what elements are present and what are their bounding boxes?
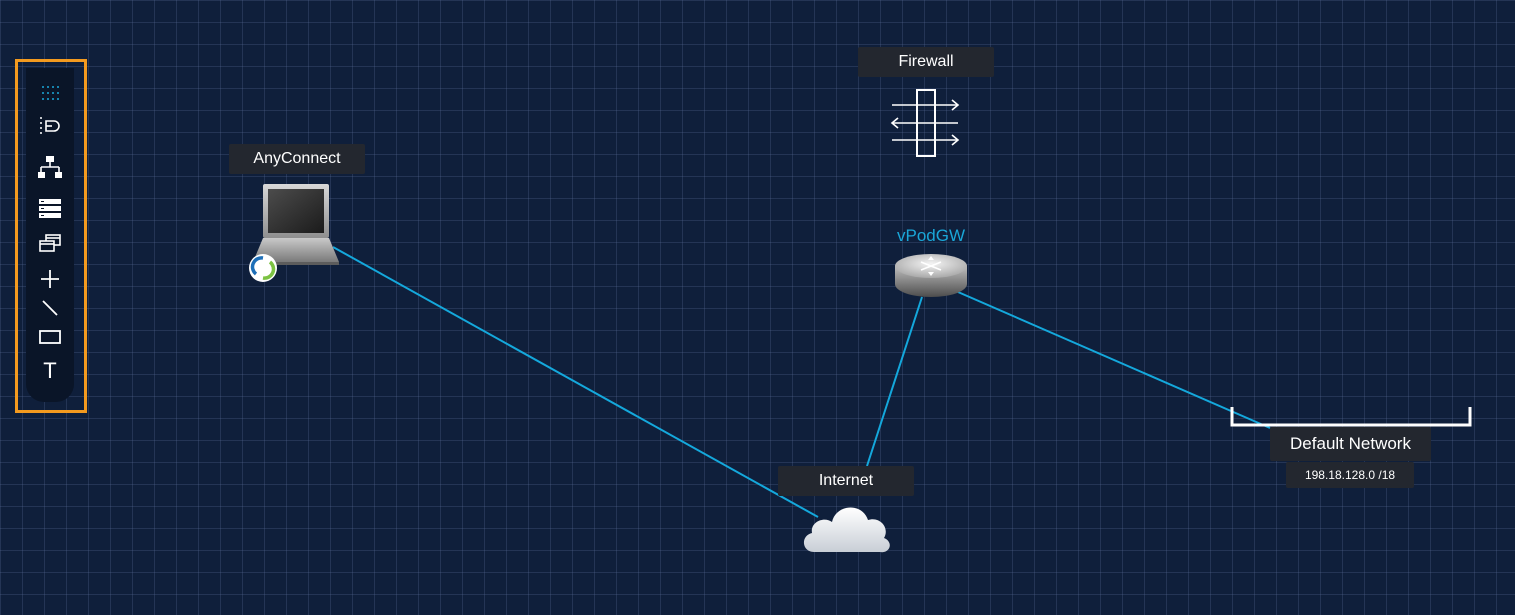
anyconnect-badge-icon <box>249 254 277 282</box>
cloud-icon <box>803 507 890 553</box>
text-tool-glyph: T <box>43 358 57 383</box>
firewall-label: Firewall <box>858 47 994 77</box>
default-network-subnet: 198.18.128.0 /18 <box>1286 462 1414 488</box>
grid-dots-icon[interactable] <box>35 78 65 108</box>
server-stack-icon[interactable] <box>35 194 65 224</box>
vpodgw-label: vPodGW <box>896 226 966 245</box>
topology-icon[interactable] <box>35 152 65 182</box>
anyconnect-label: AnyConnect <box>229 144 365 174</box>
default-network-segment[interactable] <box>1230 405 1472 427</box>
rectangle-tool-icon[interactable] <box>35 322 65 352</box>
plus-icon[interactable] <box>35 264 65 294</box>
link-vpodgw-default-network[interactable] <box>957 291 1271 429</box>
text-tool-icon[interactable]: T <box>35 356 65 386</box>
windows-icon[interactable] <box>35 229 65 259</box>
anyconnect-node[interactable] <box>247 182 339 284</box>
default-network-label: Default Network <box>1270 427 1431 461</box>
firewall-icon <box>890 89 960 157</box>
line-tool-icon[interactable] <box>35 293 65 323</box>
router-icon <box>895 254 967 297</box>
internet-node[interactable] <box>800 496 892 556</box>
drawing-toolbar: T <box>26 68 74 402</box>
select-node-icon[interactable] <box>35 111 65 141</box>
toolbar-highlight <box>15 59 87 413</box>
firewall-node[interactable] <box>890 88 962 160</box>
link-anyconnect-internet[interactable] <box>332 246 819 518</box>
network-bracket-icon <box>1230 407 1472 427</box>
link-vpodgw-internet[interactable] <box>866 296 923 467</box>
laptop-icon <box>253 184 339 265</box>
internet-label: Internet <box>778 466 914 496</box>
vpodgw-node[interactable] <box>893 252 969 300</box>
